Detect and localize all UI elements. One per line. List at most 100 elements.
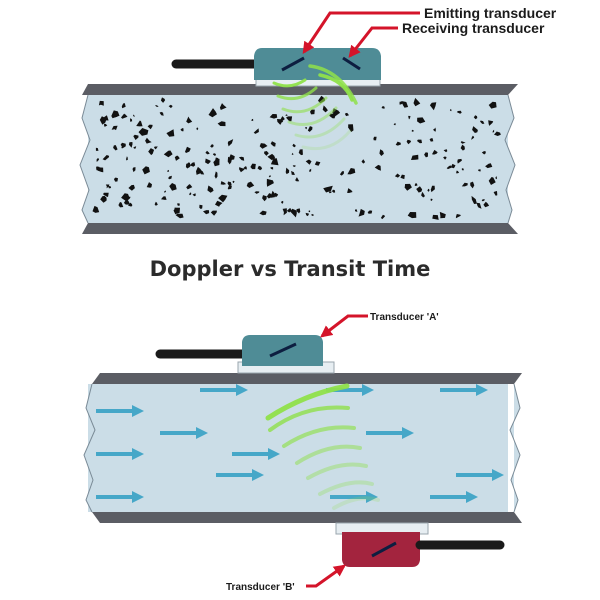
particle (332, 108, 341, 117)
particle (174, 207, 180, 214)
particle (154, 201, 158, 206)
particle (111, 110, 120, 119)
particle (432, 149, 438, 155)
particle (128, 142, 133, 148)
flow-arrow (96, 491, 144, 503)
particle (339, 171, 344, 176)
particle (168, 104, 173, 109)
flow-arrow (96, 448, 144, 460)
particle (367, 210, 373, 214)
particle (177, 203, 180, 206)
particle (407, 212, 417, 219)
particle (239, 167, 245, 173)
particle (277, 119, 282, 125)
particle (246, 181, 255, 188)
particle (103, 192, 109, 197)
particle (379, 149, 384, 156)
receiving-crystal (342, 56, 361, 71)
flow-arrow (96, 405, 144, 417)
transit-pipe-bottom-wall (92, 512, 522, 523)
particle (100, 195, 107, 203)
particle (481, 151, 486, 155)
receiving-transducer-label: Receiving transducer (402, 20, 545, 36)
particle (159, 111, 164, 116)
particle (280, 119, 284, 123)
suspended-particles (92, 95, 501, 220)
particle (328, 191, 332, 194)
particle (99, 116, 107, 125)
particle (292, 143, 296, 148)
particle (311, 214, 314, 216)
particle (476, 202, 482, 209)
particle (314, 161, 321, 166)
page-title: Doppler vs Transit Time (150, 257, 431, 281)
particle (460, 141, 466, 144)
particle (443, 149, 448, 153)
particle (483, 201, 490, 208)
particle (163, 150, 173, 158)
transducer-b-crystal (371, 541, 397, 558)
particle (286, 208, 292, 213)
particle (113, 177, 118, 182)
particle (128, 184, 135, 191)
particle (344, 112, 349, 117)
particle (401, 101, 409, 108)
particle (210, 144, 214, 148)
particle (123, 198, 131, 205)
particle (461, 182, 468, 187)
particle (232, 180, 235, 183)
particle (136, 120, 143, 127)
transit-fluid (88, 384, 508, 512)
particle (381, 106, 385, 109)
particle (126, 156, 128, 161)
particle (270, 158, 279, 166)
particle (130, 118, 133, 122)
doppler-reflected-waves (308, 64, 358, 105)
particle (120, 142, 126, 148)
particle (133, 146, 137, 149)
particle (208, 108, 217, 118)
particle (175, 213, 184, 219)
particle (322, 105, 328, 113)
particle (186, 162, 191, 167)
particle (408, 115, 411, 120)
particle (291, 152, 294, 155)
particle (481, 199, 485, 202)
particle (218, 194, 228, 203)
particle (348, 124, 354, 132)
doppler-transducer-body (254, 48, 381, 80)
particle (128, 202, 133, 207)
particle (174, 155, 180, 161)
transit-pipe-top-wall (92, 373, 522, 384)
particle (460, 144, 465, 151)
particle (105, 184, 110, 189)
particle (404, 183, 412, 191)
particle (286, 116, 293, 122)
particle (92, 205, 100, 213)
flow-arrow (232, 448, 280, 460)
particle (186, 184, 193, 190)
particle (471, 135, 475, 140)
particle (186, 116, 193, 124)
particle (108, 186, 112, 189)
flow-arrow (200, 384, 248, 396)
particle (118, 202, 124, 208)
particle (280, 116, 285, 121)
particle (260, 144, 265, 149)
flow-arrow (456, 469, 504, 481)
flow-arrow (216, 469, 264, 481)
particle (305, 159, 312, 165)
particle (470, 181, 475, 189)
particle (264, 151, 269, 156)
flow-arrow (366, 427, 414, 439)
particle (473, 115, 478, 120)
doppler-pipe-cut-left (79, 94, 91, 224)
particle (160, 97, 166, 103)
particle (439, 211, 446, 219)
doppler-emitted-waves (272, 78, 352, 151)
particle (282, 208, 287, 216)
flow-arrow (330, 491, 378, 503)
particle (148, 148, 155, 156)
particle (285, 167, 290, 175)
particle (347, 168, 356, 175)
